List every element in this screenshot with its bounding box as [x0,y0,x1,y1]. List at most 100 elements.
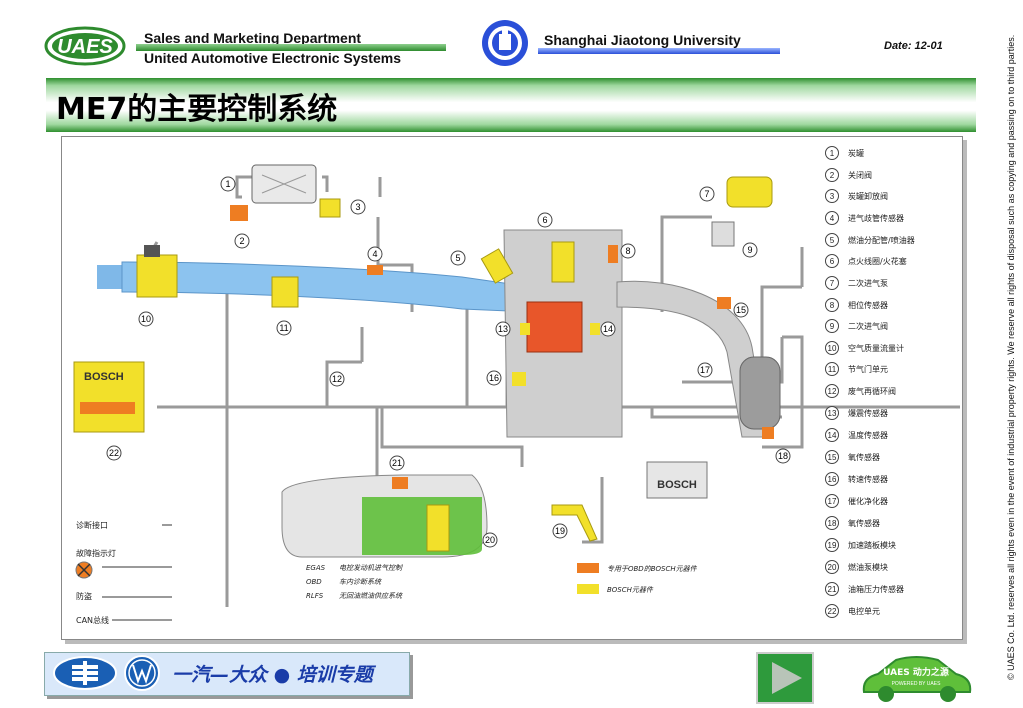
catalytic-converter [739,356,781,430]
callout-14: 14 [600,321,616,337]
legend-item-13: 13 爆震传感器 [825,406,888,420]
maf-connector [144,245,160,257]
svg-text:10: 10 [828,344,837,353]
svg-text:油箱压力传感器: 油箱压力传感器 [848,584,904,594]
legend-item-20: 20 燃油泵模块 [825,560,888,574]
tank-pressure-sensor [392,477,408,489]
play-arrow-icon [772,662,802,694]
svg-text:5: 5 [455,253,460,263]
car-logo-text: UAES 动力之源 [883,666,949,678]
svg-text:空气质量流量计: 空气质量流量计 [848,343,904,353]
svg-text:19: 19 [828,541,837,550]
callout-18: 18 [775,448,791,464]
svg-text:21: 21 [392,458,402,468]
legend-item-16: 16 转速传感器 [825,472,888,486]
svg-text:燃油分配管/喷油器: 燃油分配管/喷油器 [848,235,915,245]
legend-item-18: 18 氧传感器 [825,516,880,530]
university-name: Shanghai Jiaotong University [544,32,741,48]
svg-text:废气再循环阀: 废气再循环阀 [848,386,896,396]
svg-text:BOSCH元器件: BOSCH元器件 [607,586,654,594]
svg-text:OBD: OBD [306,578,322,586]
shutoff-valve [230,205,248,221]
me7-system-diagram: BOSCH BOSCH 1 2 3 4 5 6 7 8 9 10 11 12 1… [73,146,960,625]
temp-sensor [590,323,600,335]
callout-10: 10 [138,311,154,327]
svg-text:节气门单元: 节气门单元 [848,364,888,374]
callout-16: 16 [486,370,502,386]
svg-text:氧传感器: 氧传感器 [848,518,880,528]
svg-text:16: 16 [828,475,837,484]
svg-text:22: 22 [828,607,837,616]
svg-text:车内诊断系统: 车内诊断系统 [339,578,382,586]
svg-text:21: 21 [828,585,837,594]
svg-text:1: 1 [225,179,230,189]
svg-text:7: 7 [830,279,835,288]
header-green-bar [136,44,446,51]
callout-11: 11 [276,320,292,336]
air-filter-inlet [97,265,122,289]
svg-text:加速踏板模块: 加速踏板模块 [848,540,896,550]
callout-5: 5 [450,250,466,266]
svg-text:16: 16 [489,373,499,383]
vw-logo-icon [124,655,160,691]
svg-text:18: 18 [828,519,837,528]
callout-20: 20 [482,532,498,548]
svg-text:进气歧管传感器: 进气歧管传感器 [848,213,904,223]
uaes-logo-text: UAES [57,36,113,58]
color-legend: 专用于OBD的BOSCH元器件 BOSCH元器件 [577,563,698,594]
bus-lines [102,524,172,621]
svg-text:4: 4 [830,214,835,223]
svg-text:炭罐卸放阀: 炭罐卸放阀 [848,191,888,201]
next-slide-button[interactable] [756,652,814,704]
purge-valve [319,198,341,218]
svg-text:13: 13 [498,324,508,334]
uaes-car-logo: UAES 动力之源 POWERED BY UAES [862,656,972,702]
legend-item-5: 5 燃油分配管/喷油器 [825,233,915,247]
svg-text:转速传感器: 转速传感器 [848,474,888,484]
oxygen-sensor-upstream [717,297,731,309]
callout-21: 21 [389,455,405,471]
battery [646,461,708,499]
callout-7: 7 [699,186,715,202]
fuel-level [362,497,482,555]
svg-text:3: 3 [830,192,835,201]
svg-text:20: 20 [485,535,495,545]
svg-text:相位传感器: 相位传感器 [848,300,888,310]
knock-sensor [520,323,530,335]
svg-text:燃油泵模块: 燃油泵模块 [848,562,888,572]
immobilizer-label: 防盗 [76,591,92,601]
accelerator-pedal [551,504,598,542]
callout-2: 2 [234,233,250,249]
svg-text:5: 5 [830,236,835,245]
callout-15: 15 [733,302,749,318]
svg-text:8: 8 [830,301,835,310]
svg-text:6: 6 [830,257,835,266]
car-logo-subtext: POWERED BY UAES [892,681,941,687]
svg-text:9: 9 [747,245,752,255]
svg-text:爆震传感器: 爆震传感器 [848,408,888,418]
callout-3: 3 [350,199,366,215]
svg-text:6: 6 [542,215,547,225]
left-labels: 诊断接口 故障指示灯 防盗 CAN总线 [76,520,116,625]
callout-22: 22 [106,445,122,461]
svg-text:11: 11 [279,323,288,333]
piston [526,301,583,353]
svg-text:二次进气阀: 二次进气阀 [848,321,888,331]
svg-text:20: 20 [828,563,837,572]
fault-lamp-label: 故障指示灯 [76,548,116,558]
svg-text:2: 2 [830,171,835,180]
svg-text:13: 13 [828,409,837,418]
faw-logo-icon [53,656,117,690]
svg-text:炭罐: 炭罐 [848,148,864,158]
svg-text:10: 10 [141,314,151,324]
dept-name: Sales and Marketing Department [144,30,362,46]
bosch-component-swatch [577,584,599,594]
callout-19: 19 [552,523,568,539]
footer-title: 一汽—大众 ● 培训专题 [172,664,373,686]
